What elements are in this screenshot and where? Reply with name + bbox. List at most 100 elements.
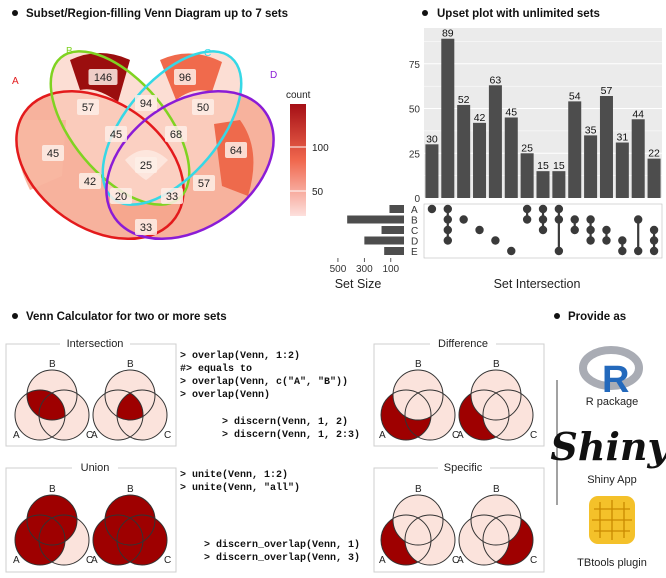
mini-venn-specific-c: ABC	[457, 484, 537, 566]
upset-matrix-dot	[443, 215, 452, 224]
region-label: 33	[135, 219, 157, 235]
svg-text:C: C	[164, 430, 171, 441]
region-label: 42	[79, 173, 101, 189]
svg-text:B: B	[127, 484, 134, 495]
svg-text:A: A	[457, 430, 464, 441]
set-size-bar	[364, 236, 404, 245]
upset-bar-label: 52	[458, 94, 470, 106]
upset-set-name: C	[411, 226, 418, 237]
region-label: 57	[77, 99, 99, 115]
set-size-bar	[384, 247, 404, 255]
upset-bar-label: 63	[490, 74, 502, 86]
svg-text:B: B	[493, 359, 500, 370]
region-label: 57	[193, 175, 215, 191]
set-label-a: A	[12, 76, 19, 87]
svg-text:94: 94	[140, 98, 152, 110]
svg-text:#> equals to: #> equals to	[180, 363, 252, 375]
upset-bar-label: 22	[648, 148, 660, 160]
svg-text:57: 57	[198, 178, 210, 190]
svg-text:45: 45	[110, 129, 122, 141]
svg-text:68: 68	[170, 129, 182, 141]
panel-specific-title: Specific	[444, 462, 483, 474]
mini-venn-diff-a-bc: ABC	[457, 359, 537, 441]
upset-bar-label: 57	[601, 85, 613, 97]
svg-text:> discern(Venn, 1, 2): > discern(Venn, 1, 2)	[222, 416, 348, 428]
legend-title: count	[286, 90, 311, 101]
svg-text:B: B	[415, 359, 422, 370]
panel-union-title: Union	[81, 462, 110, 474]
upset-matrix-dot	[522, 204, 532, 214]
shiny-app-label: Shiny App	[587, 474, 637, 486]
upset-bar-label: 45	[505, 106, 517, 118]
upset-bar	[488, 85, 502, 198]
upset-matrix-dot	[649, 225, 659, 235]
upset-matrix-dot	[618, 246, 627, 256]
upset-bar-label: 30	[426, 133, 438, 145]
svg-text:25: 25	[140, 160, 152, 172]
mini-venn-union-ab: ABC	[13, 484, 93, 566]
upset-matrix-dot	[570, 225, 579, 235]
mini-venn-intersect-ab: ABC	[13, 359, 93, 441]
set-label-b: B	[66, 46, 73, 57]
svg-text:Subset/Region-filling Venn Dia: Subset/Region-filling Venn Diagram up to…	[26, 8, 288, 20]
tbtools-label: TBtools plugin	[577, 557, 647, 569]
section-title-calc: Venn Calculator for two or more sets	[12, 311, 227, 323]
r-logo: R R package	[579, 346, 643, 408]
upset-matrix-dot	[602, 225, 611, 235]
upset-bar-label: 44	[632, 108, 644, 120]
upset-matrix-dot	[443, 225, 452, 235]
svg-text:C: C	[452, 430, 459, 441]
svg-text:> unite(Venn, 1:2): > unite(Venn, 1:2)	[180, 469, 288, 481]
upset-matrix-dot	[586, 225, 595, 235]
upset-matrix-dot	[443, 204, 452, 214]
mini-venn-intersect-abc: ABC	[91, 359, 171, 441]
upset-matrix-panel	[423, 203, 663, 259]
upset-matrix-dot	[491, 236, 500, 245]
svg-text:Shiny: Shiny	[550, 424, 666, 469]
upset-set-name: D	[411, 237, 418, 248]
svg-text:C: C	[452, 555, 459, 566]
shiny-logo: Shiny Shiny App	[550, 424, 666, 486]
panel-union: Union	[5, 458, 177, 573]
upset-bar-label: 42	[474, 112, 486, 124]
svg-text:C: C	[86, 430, 93, 441]
mini-venn-diff-a-b: A B C	[379, 359, 459, 441]
set-label-d: D	[270, 70, 277, 81]
upset-ytick: 75	[409, 60, 421, 71]
region-shade-a-only	[16, 120, 67, 190]
upset-matrix-dot	[443, 236, 452, 245]
upset-matrix-dot	[649, 236, 659, 245]
svg-text:50: 50	[197, 102, 209, 114]
svg-text:B: B	[127, 359, 134, 370]
svg-text:A: A	[91, 555, 98, 566]
upset-bar	[599, 96, 613, 198]
upset-matrix-dot	[570, 215, 579, 224]
upset-bar-label: 15	[553, 160, 565, 172]
svg-text:> overlap(Venn, 1:2): > overlap(Venn, 1:2)	[180, 350, 300, 362]
svg-text:> unite(Venn, "all"): > unite(Venn, "all")	[180, 482, 300, 494]
upset-bar-label: 54	[569, 90, 581, 102]
svg-text:B: B	[493, 484, 500, 495]
region-label: 50	[192, 99, 214, 115]
upset-matrix-dot	[538, 215, 548, 224]
svg-text:C: C	[530, 555, 537, 566]
upset-bar	[584, 135, 598, 198]
upset-bar	[647, 158, 661, 198]
upset-matrix-dot	[475, 225, 484, 235]
svg-text:B: B	[49, 359, 56, 370]
set-size-label: Set Size	[335, 277, 382, 291]
upset-matrix-dot	[522, 215, 532, 224]
panel-difference-title: Difference	[438, 338, 488, 350]
region-label: 146	[88, 69, 118, 85]
svg-text:42: 42	[84, 176, 96, 188]
svg-text:33: 33	[166, 191, 178, 203]
set-size-bar	[347, 215, 404, 224]
set-label-c: C	[204, 48, 211, 59]
svg-text:A: A	[379, 430, 386, 441]
set-size-tick: 500	[330, 264, 347, 275]
upset-bar	[425, 144, 439, 198]
panel-intersection-title: Intersection	[67, 338, 124, 350]
panel-specific: Specific	[373, 458, 545, 573]
